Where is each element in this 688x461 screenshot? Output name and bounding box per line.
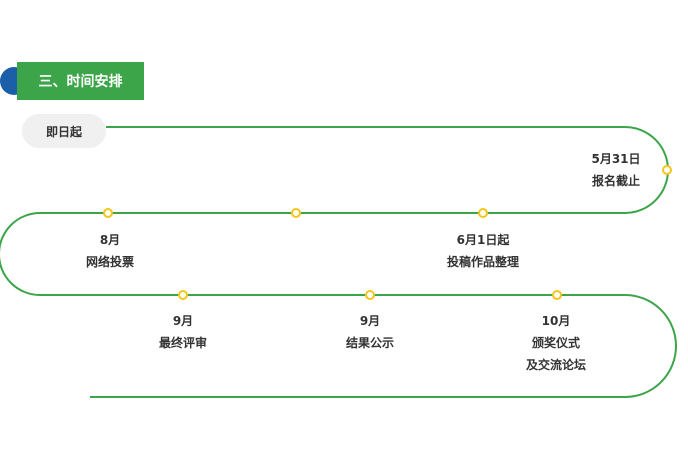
milestone-submission: 6月1日起 投稿作品整理 (413, 229, 553, 273)
milestone-label: 报名截止 (591, 174, 640, 188)
node-icon-5 (178, 290, 188, 300)
node-icon-1 (662, 165, 672, 175)
milestone-date: 9月 (172, 314, 194, 328)
node-icon-7 (552, 290, 562, 300)
node-icon-4 (103, 208, 113, 218)
milestone-label: 投稿作品整理 (446, 255, 519, 269)
milestone-date: 5月31日 (591, 152, 641, 166)
node-icon-2 (478, 208, 488, 218)
milestone-date: 8月 (99, 233, 121, 247)
milestone-final-review: 9月 最终评审 (113, 310, 253, 354)
section-title: 三、时间安排 (17, 62, 144, 100)
node-icon-3 (291, 208, 301, 218)
milestone-date: 6月1日起 (456, 233, 510, 247)
section-header: 三、时间安排 (0, 62, 150, 102)
milestone-label-extra: 及交流论坛 (525, 358, 586, 372)
milestone-label: 颁奖仪式 (531, 336, 580, 350)
milestone-date: 10月 (541, 314, 571, 328)
milestone-registration-deadline: 5月31日 报名截止 (546, 148, 686, 192)
milestone-online-voting: 8月 网络投票 (40, 229, 180, 273)
start-pill: 即日起 (22, 114, 106, 148)
milestone-date: 9月 (359, 314, 381, 328)
milestone-label: 结果公示 (345, 336, 394, 350)
milestone-label: 网络投票 (85, 255, 134, 269)
node-icon-6 (365, 290, 375, 300)
milestone-label: 最终评审 (158, 336, 207, 350)
milestone-award-ceremony: 10月 颁奖仪式 及交流论坛 (486, 310, 626, 376)
milestone-result-announcement: 9月 结果公示 (300, 310, 440, 354)
